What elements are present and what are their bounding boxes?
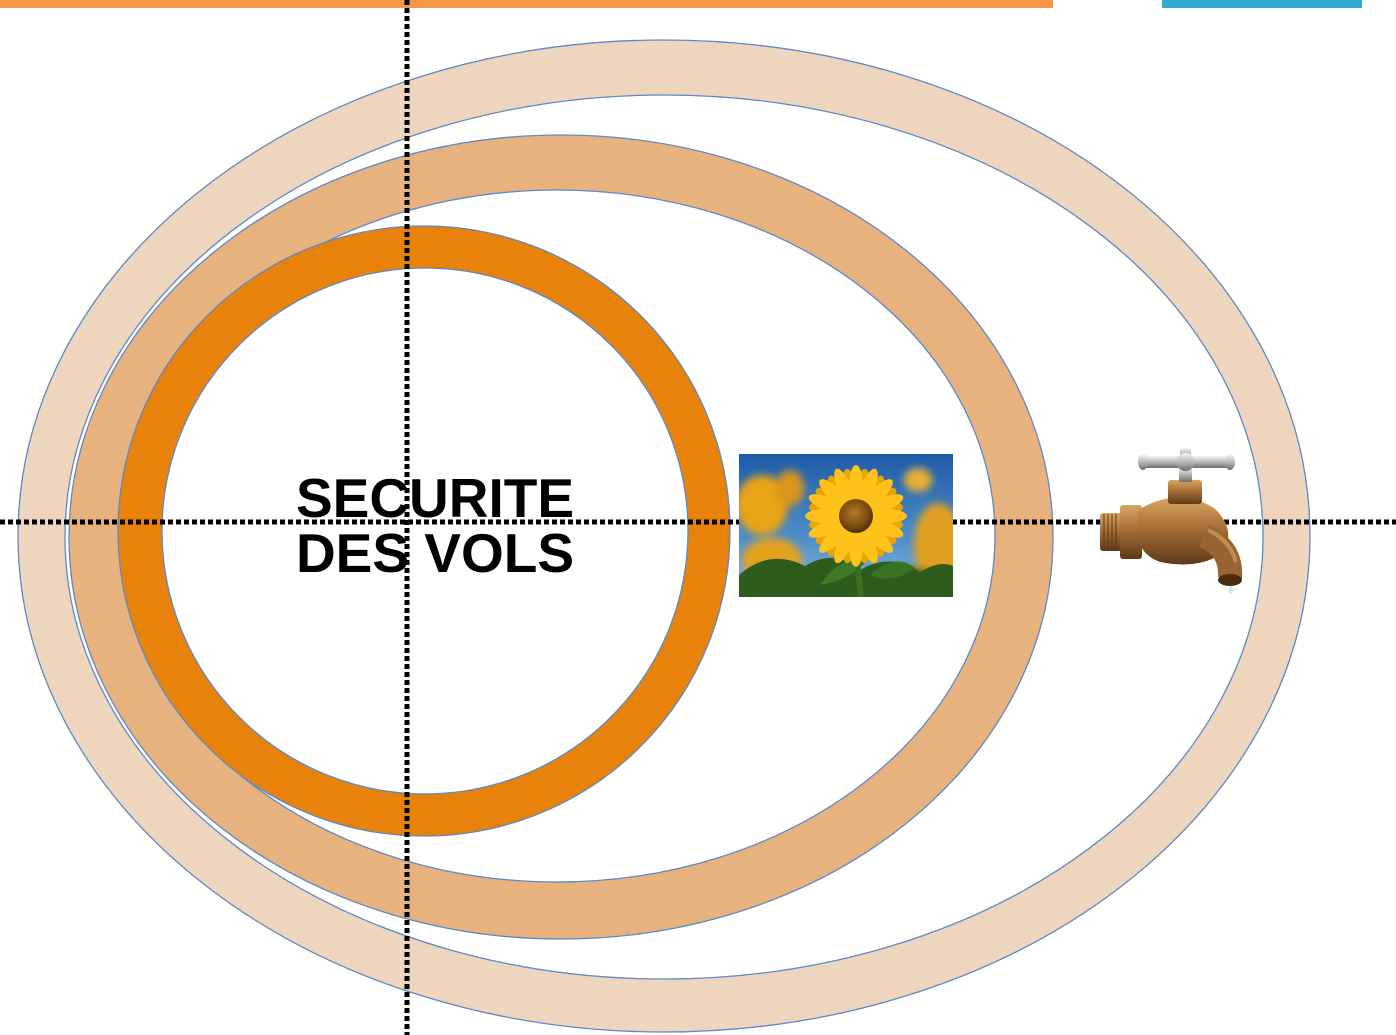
faucet-spout — [1198, 524, 1243, 579]
top-accent-bar — [0, 0, 1053, 8]
faucet-inlet-nut — [1120, 505, 1142, 559]
sunflower-photo — [739, 454, 953, 597]
faucet-icon — [1100, 448, 1243, 594]
faucet-handle — [1138, 448, 1235, 471]
center-title-line-2: DES VOLS — [296, 522, 574, 584]
sunflower-seed-head — [839, 499, 873, 533]
faucet-thread-lines — [1103, 514, 1117, 550]
sunflower-petals-front — [805, 465, 907, 567]
inner-ring-hole — [161, 267, 689, 795]
faucet-spout-highlight — [1207, 528, 1238, 563]
faucet-bonnet-nut — [1168, 480, 1202, 504]
faucet-water-drip — [1228, 586, 1234, 594]
inner-ring — [117, 225, 731, 837]
sunflower-leaf — [870, 561, 915, 579]
faucet-spout-opening — [1218, 574, 1242, 586]
top-right-accent — [1162, 0, 1362, 8]
center-title-line-1: SECURITE — [296, 467, 574, 529]
